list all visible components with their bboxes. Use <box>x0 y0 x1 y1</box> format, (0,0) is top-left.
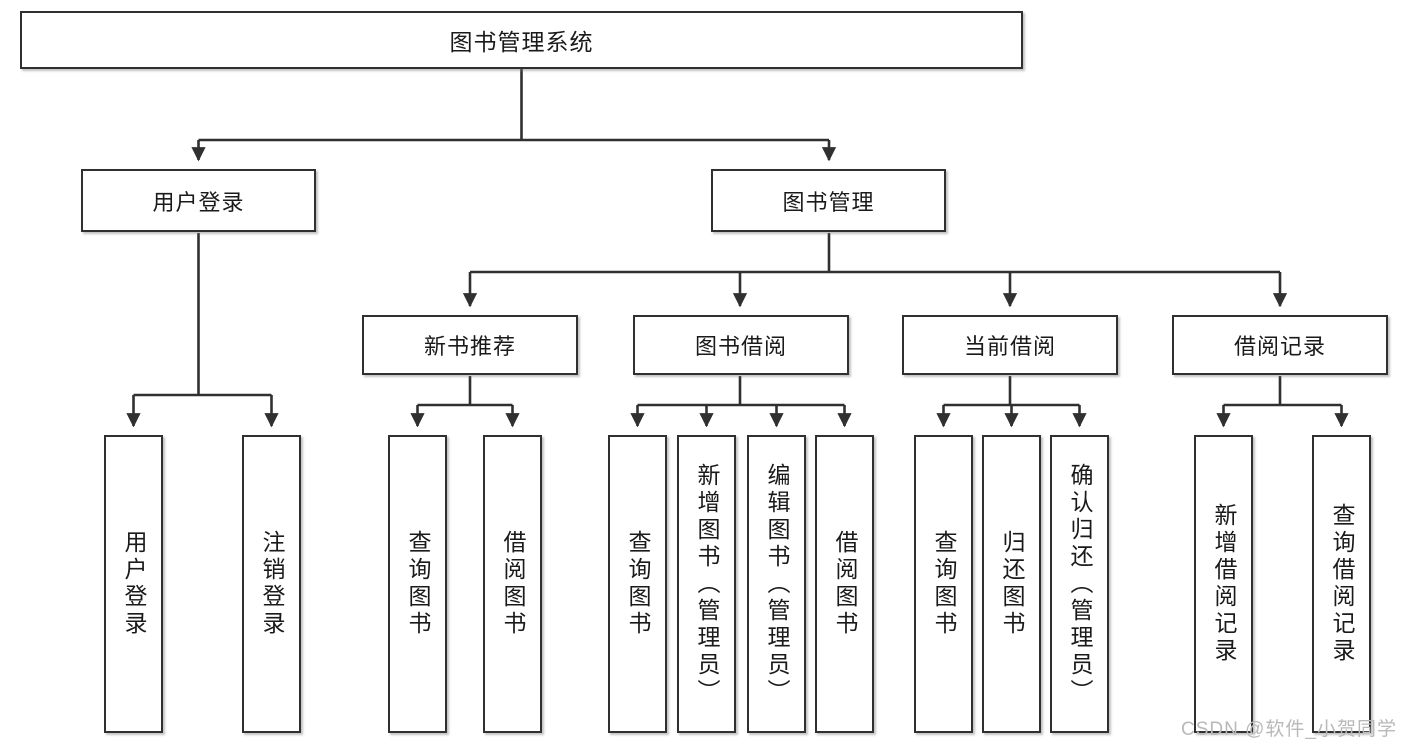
leaf-current-return-book[interactable]: 归还图书 <box>982 435 1041 733</box>
node-current-borrow[interactable]: 当前借阅 <box>902 315 1118 375</box>
leaf-user-login-login[interactable]: 用户登录 <box>104 435 163 733</box>
node-book-borrow[interactable]: 图书借阅 <box>633 315 849 375</box>
node-label: 确认归还（管理员） <box>1067 462 1093 706</box>
node-label: 图书管理系统 <box>449 29 594 55</box>
node-label: 查询借阅记录 <box>1329 503 1355 665</box>
node-book-management[interactable]: 图书管理 <box>711 169 946 232</box>
leaf-recommend-query-book[interactable]: 查询图书 <box>388 435 447 733</box>
leaf-records-query-record[interactable]: 查询借阅记录 <box>1312 435 1371 733</box>
node-borrow-records[interactable]: 借阅记录 <box>1172 315 1388 375</box>
node-label: 图书管理 <box>782 189 875 215</box>
node-label: 借阅图书 <box>832 530 858 638</box>
watermark-text: CSDN @软件_小贺同学 <box>1181 719 1397 740</box>
node-label: 当前借阅 <box>963 334 1056 359</box>
leaf-borrow-edit-book-admin[interactable]: 编辑图书（管理员） <box>747 435 806 733</box>
node-root-book-management-system[interactable]: 图书管理系统 <box>20 11 1023 69</box>
node-label: 新增图书（管理员） <box>694 462 720 706</box>
node-label: 查询图书 <box>405 530 431 638</box>
node-label: 查询图书 <box>931 530 957 638</box>
node-label: 借阅图书 <box>500 530 526 638</box>
node-label: 用户登录 <box>121 530 147 638</box>
leaf-borrow-borrow-book[interactable]: 借阅图书 <box>815 435 874 733</box>
leaf-current-confirm-return-admin[interactable]: 确认归还（管理员） <box>1050 435 1109 733</box>
node-label: 归还图书 <box>999 530 1025 638</box>
node-label: 用户登录 <box>152 189 245 215</box>
leaf-recommend-borrow-book[interactable]: 借阅图书 <box>483 435 542 733</box>
leaf-borrow-add-book-admin[interactable]: 新增图书（管理员） <box>677 435 736 733</box>
node-label: 注销登录 <box>259 530 285 638</box>
leaf-user-login-logout[interactable]: 注销登录 <box>242 435 301 733</box>
node-label: 图书借阅 <box>694 334 787 359</box>
leaf-records-add-record[interactable]: 新增借阅记录 <box>1194 435 1253 733</box>
node-label: 编辑图书（管理员） <box>764 462 790 706</box>
node-label: 新增借阅记录 <box>1211 503 1237 665</box>
node-user-login[interactable]: 用户登录 <box>81 169 316 232</box>
node-new-book-recommend[interactable]: 新书推荐 <box>362 315 578 375</box>
node-label: 查询图书 <box>625 530 651 638</box>
leaf-borrow-query-book[interactable]: 查询图书 <box>608 435 667 733</box>
leaf-current-query-book[interactable]: 查询图书 <box>914 435 973 733</box>
node-label: 借阅记录 <box>1233 334 1326 359</box>
node-label: 新书推荐 <box>423 334 516 359</box>
